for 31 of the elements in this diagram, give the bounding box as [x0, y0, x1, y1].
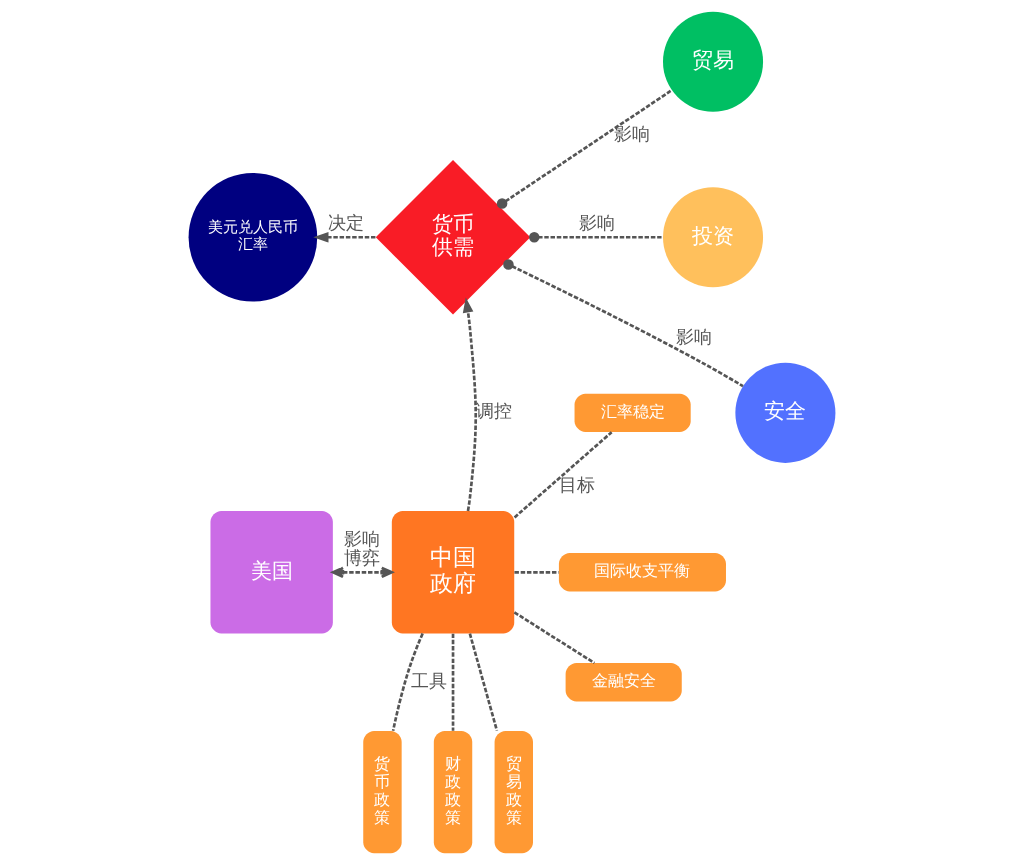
edge-label: 工具 — [411, 669, 448, 691]
node-box: 汇率稳定 — [574, 393, 691, 433]
edge-label: 影响博弈 — [344, 527, 381, 569]
connector — [468, 633, 499, 732]
node-box: 美国 — [210, 511, 333, 634]
connector — [529, 232, 663, 243]
node-circle: 美元兑人民币汇率 — [188, 172, 318, 302]
arrow — [462, 297, 478, 512]
arrow — [313, 231, 376, 243]
edge-label: 目标 — [558, 474, 595, 496]
node-box: 货币政策 — [363, 730, 402, 854]
node-box: 金融安全 — [565, 663, 682, 702]
connector — [513, 431, 613, 519]
connector — [451, 633, 455, 731]
connector — [496, 89, 673, 209]
node-box: 国际收支平衡 — [558, 553, 726, 592]
node-box: 中国政府 — [391, 511, 515, 634]
node-circle: 安全 — [735, 362, 836, 463]
node-box: 财政政策 — [433, 730, 473, 854]
edge-label: 影响 — [578, 212, 615, 234]
arrow — [331, 566, 394, 579]
connector — [514, 571, 559, 574]
node-circle: 贸易 — [663, 11, 764, 112]
connector — [513, 611, 596, 665]
node-box: 贸易政策 — [494, 730, 533, 854]
edge-label: 影响 — [675, 326, 712, 348]
connector — [391, 633, 424, 732]
node-circle: 投资 — [663, 187, 764, 288]
edge-label: 调控 — [475, 400, 512, 422]
connector — [503, 259, 744, 388]
edge-label: 决定 — [328, 212, 365, 234]
